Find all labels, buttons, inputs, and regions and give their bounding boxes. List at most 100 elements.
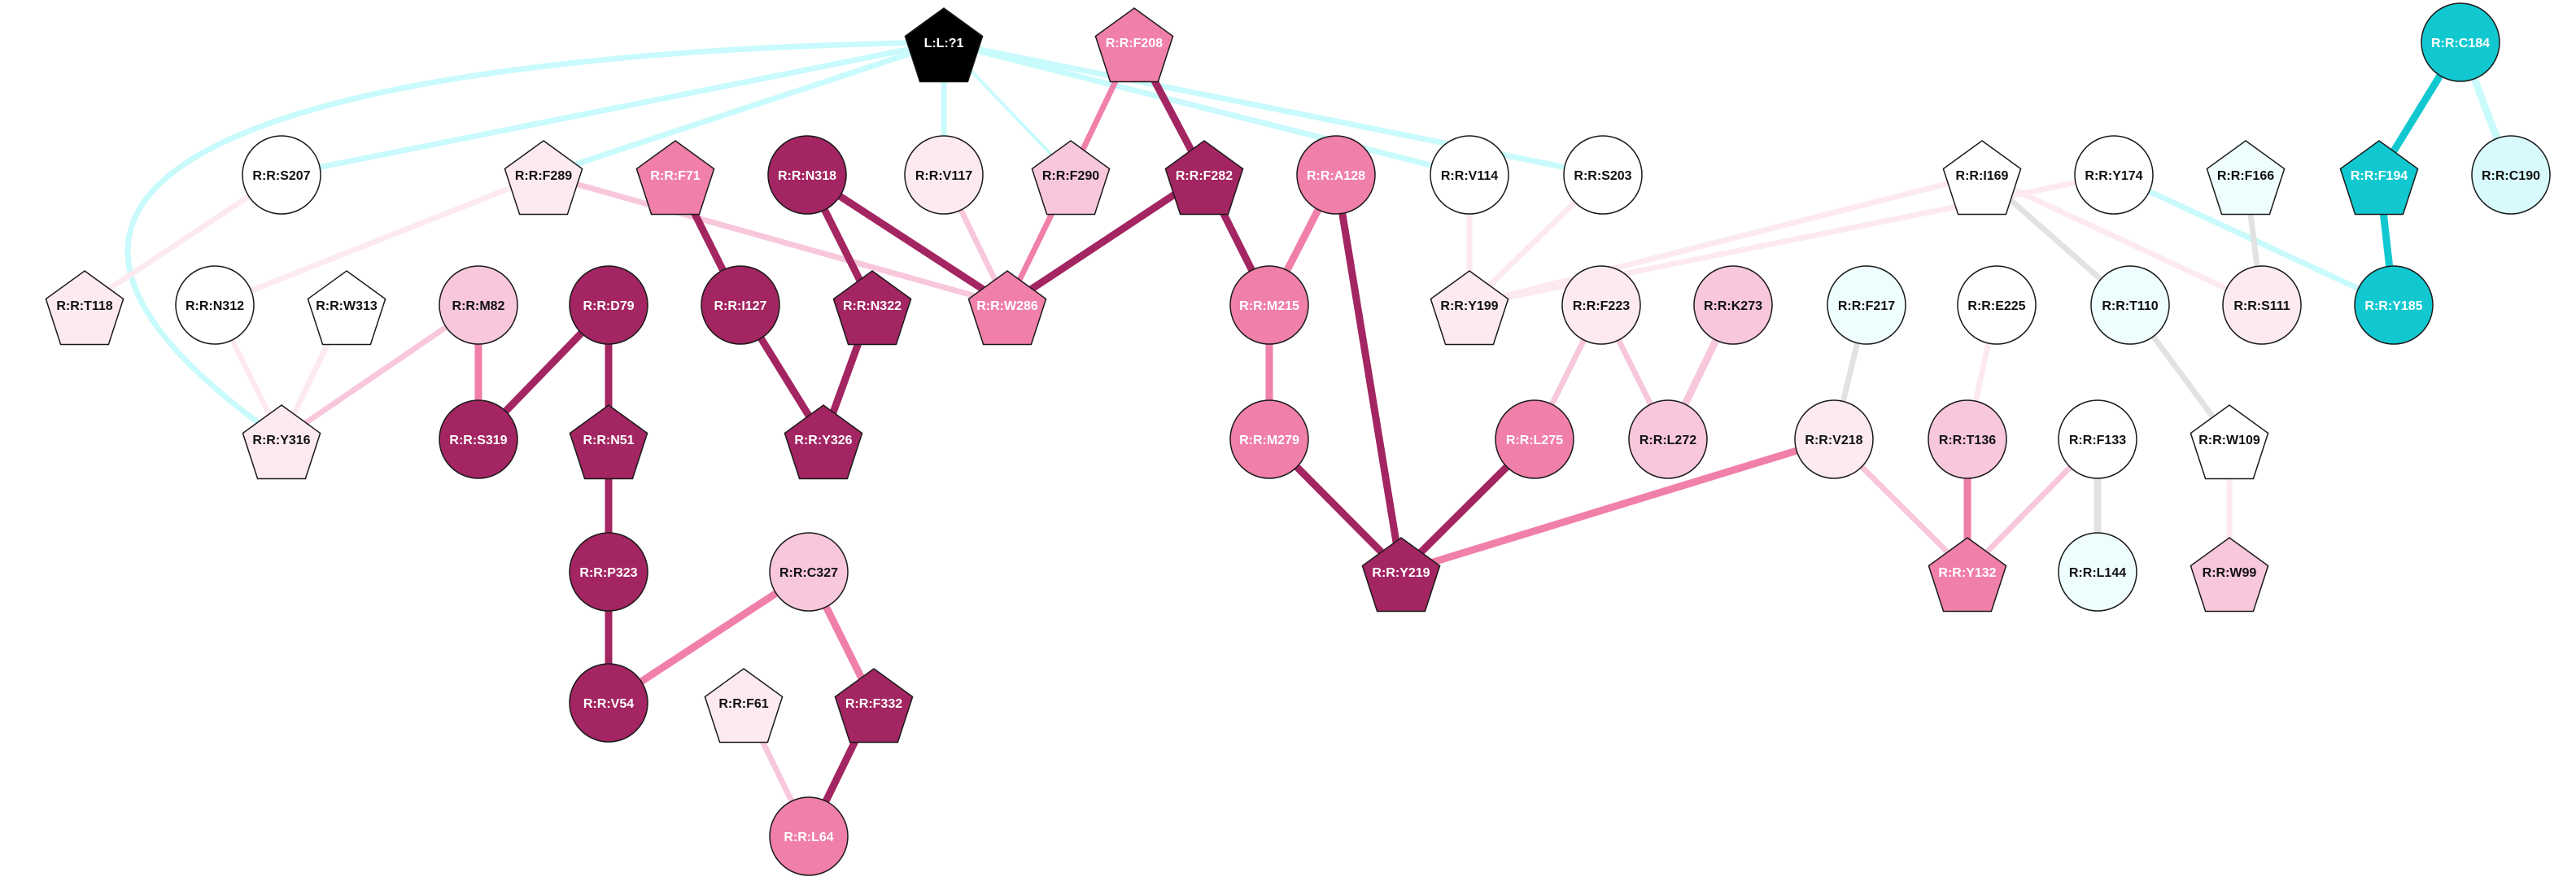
node-label: R:R:V114 — [1441, 169, 1498, 183]
edge-r-r-f289-to-r-r-n312 — [212, 172, 547, 308]
node-label: R:R:F217 — [1838, 299, 1895, 313]
node-pentagon-shape — [704, 668, 784, 744]
node-label: R:R:F282 — [1176, 169, 1233, 183]
node-r-r-l275: R:R:L275 — [1495, 399, 1574, 479]
node-pentagon-shape — [1430, 270, 1509, 346]
node-pentagon-shape — [967, 270, 1047, 346]
node-r-r-f208: R:R:F208 — [1094, 7, 1174, 83]
node-label: R:R:W109 — [2198, 434, 2260, 447]
node-label: R:R:C190 — [2482, 169, 2540, 183]
node-r-r-s111: R:R:S111 — [2222, 265, 2302, 345]
node-label: R:R:Y174 — [2085, 169, 2142, 183]
node-r-r-y185: R:R:Y185 — [2354, 265, 2434, 345]
node-r-r-n318: R:R:N318 — [767, 135, 847, 215]
node-r-r-e225: R:R:E225 — [1957, 265, 2037, 345]
edge-r-r-i169-to-r-r-s111 — [1979, 172, 2265, 308]
node-circle-shape — [242, 135, 321, 215]
node-circle-shape — [1495, 399, 1574, 479]
node-label: R:R:V117 — [915, 169, 972, 183]
node-r-r-c184: R:R:C184 — [2421, 2, 2500, 82]
node-r-r-y326: R:R:Y326 — [784, 404, 863, 480]
node-r-r-v117: R:R:V117 — [904, 135, 984, 215]
node-l-l-1: L:L:?1 — [904, 7, 984, 83]
node-circle-shape — [2222, 265, 2302, 345]
node-label: R:R:F71 — [650, 169, 700, 183]
node-circle-shape — [569, 532, 648, 612]
node-r-r-i169: R:R:I169 — [1942, 140, 2022, 216]
node-label: R:R:F194 — [2351, 169, 2408, 183]
node-circle-shape — [439, 399, 518, 479]
node-r-r-m82: R:R:M82 — [439, 265, 518, 345]
node-circle-shape — [2058, 399, 2137, 479]
node-r-r-c327: R:R:C327 — [769, 532, 849, 612]
node-label: R:R:F223 — [1573, 299, 1630, 313]
node-r-r-v54: R:R:V54 — [569, 663, 648, 743]
node-r-r-y132: R:R:Y132 — [1928, 537, 2007, 613]
node-r-r-y199: R:R:Y199 — [1430, 270, 1509, 346]
node-r-r-k273: R:R:K273 — [1693, 265, 1773, 345]
node-r-r-l144: R:R:L144 — [2058, 532, 2137, 612]
node-pentagon-shape — [1094, 7, 1174, 83]
node-label: R:R:F332 — [845, 697, 902, 711]
node-label: R:R:T136 — [1939, 434, 1996, 447]
node-circle-shape — [569, 265, 648, 345]
node-pentagon-shape — [2190, 404, 2269, 480]
node-r-r-f217: R:R:F217 — [1827, 265, 1906, 345]
node-circle-shape — [569, 663, 648, 743]
node-circle-shape — [904, 135, 984, 215]
node-circle-shape — [1229, 265, 1309, 345]
node-circle-shape — [1928, 399, 2007, 479]
node-label: R:R:L272 — [1639, 434, 1696, 447]
node-label: R:R:S319 — [449, 434, 507, 447]
node-r-r-p323: R:R:P323 — [569, 532, 648, 612]
node-label: R:R:Y316 — [252, 434, 310, 447]
node-pentagon-shape — [635, 140, 715, 216]
node-label: R:R:Y219 — [1372, 566, 1430, 580]
node-pentagon-shape — [1361, 537, 1441, 613]
node-circle-shape — [1430, 135, 1509, 215]
node-r-r-l64: R:R:L64 — [769, 796, 849, 876]
node-r-r-f61: R:R:F61 — [704, 668, 784, 744]
node-pentagon-shape — [2190, 537, 2269, 613]
edge-r-r-f282-to-r-r-w286 — [1003, 171, 1208, 309]
node-circle-shape — [2471, 135, 2551, 215]
node-label: R:R:I169 — [1956, 169, 2009, 183]
node-label: R:R:T110 — [2102, 299, 2158, 313]
node-circle-shape — [2421, 2, 2500, 82]
node-label: R:R:L64 — [784, 831, 833, 844]
node-circle-shape — [1561, 265, 1641, 345]
node-label: R:R:Y199 — [1440, 299, 1498, 313]
node-r-r-s203: R:R:S203 — [1563, 135, 1643, 215]
node-label: R:R:I127 — [714, 299, 767, 313]
edge-r-r-a128-to-r-r-y219 — [1332, 171, 1405, 576]
node-label: R:R:N51 — [583, 434, 634, 447]
node-label: R:R:D79 — [583, 299, 634, 313]
node-label: R:R:N312 — [186, 299, 244, 313]
edge-r-r-v218-to-r-r-y219 — [1397, 435, 1838, 576]
node-r-r-n312: R:R:N312 — [175, 265, 255, 345]
node-label: R:R:L144 — [2069, 566, 2126, 580]
node-pentagon-shape — [904, 7, 984, 83]
node-circle-shape — [1296, 135, 1376, 215]
node-label: R:R:C184 — [2431, 37, 2490, 50]
node-pentagon-shape — [1928, 537, 2007, 613]
node-r-r-w109: R:R:W109 — [2190, 404, 2269, 480]
node-circle-shape — [175, 265, 255, 345]
node-label: R:R:V218 — [1805, 434, 1862, 447]
node-r-r-w286: R:R:W286 — [967, 270, 1047, 346]
node-r-r-t118: R:R:T118 — [45, 270, 124, 346]
edge-l-l-1-to-r-r-s207 — [278, 39, 947, 178]
node-circle-shape — [1229, 399, 1309, 479]
edge-l-l-1-to-r-r-s203 — [941, 39, 1606, 178]
node-label: R:R:S111 — [2233, 299, 2290, 313]
node-label: R:R:F289 — [515, 169, 572, 183]
node-label: R:R:N322 — [843, 299, 902, 313]
node-r-r-s319: R:R:S319 — [439, 399, 518, 479]
node-r-r-v114: R:R:V114 — [1430, 135, 1509, 215]
node-r-r-f282: R:R:F282 — [1164, 140, 1244, 216]
edge-r-r-i169-to-r-r-y199 — [1466, 172, 1985, 308]
node-circle-shape — [2090, 265, 2170, 345]
node-r-r-f289: R:R:F289 — [504, 140, 583, 216]
